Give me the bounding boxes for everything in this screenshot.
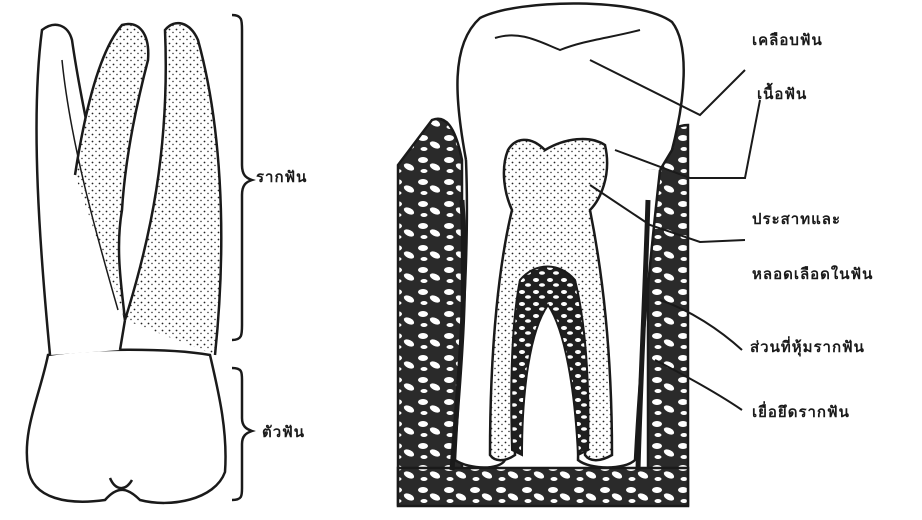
left-tooth-braces <box>232 15 252 500</box>
label-periodontal: เยื่อยึดรากฟัน <box>752 400 850 424</box>
crown-brace <box>232 368 252 500</box>
label-pulp-line1: ประสาทและ <box>752 207 841 231</box>
label-enamel: เคลือบฟัน <box>752 28 823 52</box>
root-brace <box>232 15 252 340</box>
label-pulp-line2: หลอดเลือดในฟัน <box>752 262 873 286</box>
label-root: รากฟัน <box>256 165 307 189</box>
left-tooth-drawing <box>27 23 226 503</box>
label-dentin: เนื้อฟัน <box>757 82 807 106</box>
pulp-vessels <box>511 267 588 456</box>
label-cementum: ส่วนที่หุ้มรากฟัน <box>750 335 865 359</box>
left-tooth-crown <box>27 350 226 503</box>
label-crown: ตัวฟัน <box>262 420 305 444</box>
right-tooth-drawing <box>398 3 688 506</box>
